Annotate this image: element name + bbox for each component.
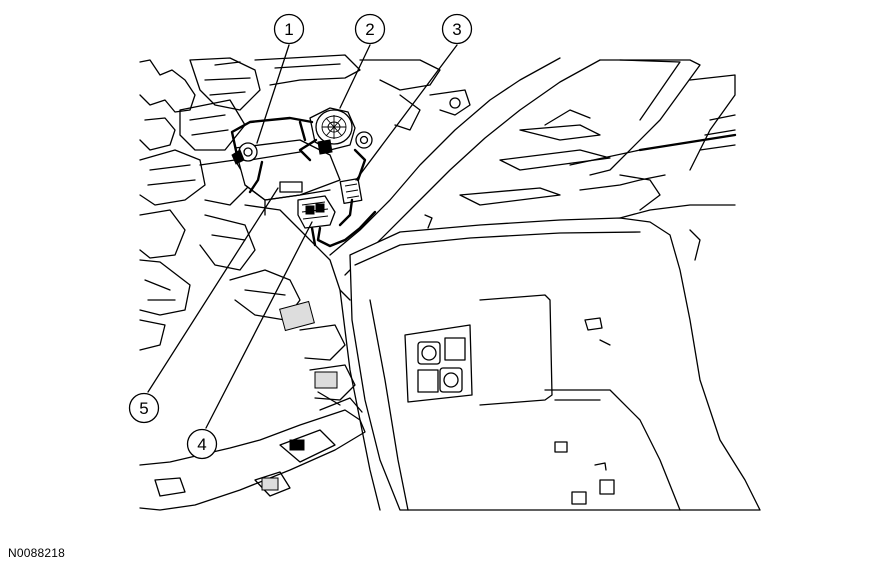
figure-id-label: N0088218	[8, 546, 65, 560]
svg-text:5: 5	[139, 399, 148, 418]
speaker-sounder	[309, 107, 373, 155]
dashboard-structure	[139, 54, 471, 406]
svg-text:4: 4	[197, 435, 206, 454]
electrical-connector	[339, 177, 363, 205]
control-module	[231, 139, 341, 216]
svg-text:1: 1	[284, 20, 293, 39]
lower-trim-panel	[139, 397, 366, 511]
harness-connector	[297, 195, 336, 229]
wiring-harness	[230, 116, 377, 248]
callout-3: 3	[441, 13, 473, 45]
door-frame	[459, 59, 737, 261]
svg-text:2: 2	[365, 20, 374, 39]
callout-1: 1	[273, 13, 305, 45]
callout-5: 5	[128, 392, 160, 424]
leader-lines	[147, 44, 458, 429]
a-pillar-panel	[244, 57, 761, 511]
svg-text:3: 3	[452, 20, 461, 39]
callout-4: 4	[186, 428, 218, 460]
callout-2: 2	[354, 13, 386, 45]
